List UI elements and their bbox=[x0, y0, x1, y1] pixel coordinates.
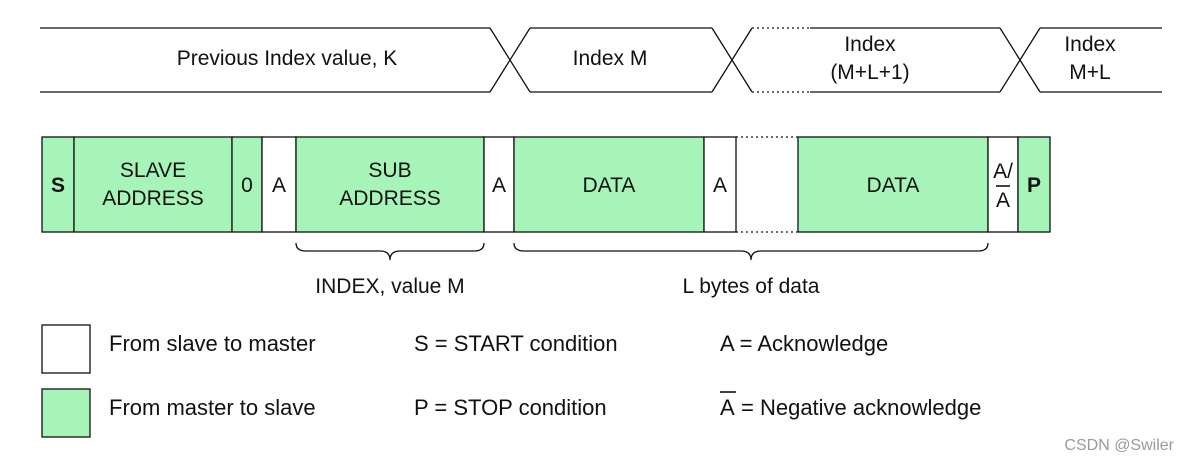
start-definition: S = START condition bbox=[414, 331, 618, 356]
index-mid-label-line2: (M+L+1) bbox=[830, 61, 909, 84]
transfer-frame bbox=[41, 136, 1051, 233]
prev-index-label: Previous Index value, K bbox=[177, 47, 398, 70]
ack-cell-3 bbox=[703, 136, 737, 233]
start-symbol: S bbox=[51, 174, 65, 197]
data-brace bbox=[513, 242, 989, 261]
ack-label-3: A bbox=[713, 174, 727, 197]
data-bytes-label: L bytes of data bbox=[683, 275, 820, 298]
ack-cell-2 bbox=[483, 136, 515, 233]
sub-address-line1: SUB bbox=[368, 159, 411, 182]
index-end-label-line2: M+L bbox=[1069, 61, 1110, 84]
index-m-label: Index M bbox=[573, 47, 648, 70]
data-label-2: DATA bbox=[867, 174, 920, 197]
data-cell-1 bbox=[513, 136, 705, 233]
sub-address-cell bbox=[295, 136, 485, 233]
nack-symbol: A bbox=[720, 395, 735, 420]
data-label-1: DATA bbox=[583, 174, 636, 197]
index-value-label: INDEX, value M bbox=[315, 275, 464, 298]
data-cell-2 bbox=[797, 136, 989, 233]
slave-address-line2: ADDRESS bbox=[102, 187, 204, 210]
stop-definition: P = STOP condition bbox=[414, 395, 607, 420]
legend-green-swatch bbox=[41, 388, 91, 438]
stop-symbol: P bbox=[1027, 174, 1041, 197]
ack-nack-top: A/ bbox=[993, 160, 1013, 183]
index-timeline bbox=[40, 27, 1162, 93]
index-end-label-line1: Index bbox=[1064, 33, 1116, 56]
index-mid-label-line1: Index bbox=[844, 33, 896, 56]
slave-address-line1: SLAVE bbox=[120, 159, 186, 182]
stop-cell bbox=[1017, 136, 1051, 233]
rw-bit-label: 0 bbox=[241, 174, 253, 197]
ack-nack-cell bbox=[987, 136, 1019, 233]
legend-white-label: From slave to master bbox=[109, 331, 316, 356]
legend-green-label: From master to slave bbox=[109, 395, 316, 420]
legend-white-swatch bbox=[41, 324, 91, 374]
ack-label-2: A bbox=[492, 174, 506, 197]
sub-address-line2: ADDRESS bbox=[339, 187, 441, 210]
index-brace bbox=[295, 242, 485, 261]
watermark-text: CSDN @Swiler bbox=[1064, 437, 1174, 454]
ack-label-1: A bbox=[272, 174, 286, 197]
ack-definition: A = Acknowledge bbox=[720, 331, 888, 356]
ack-nack-bottom: A bbox=[996, 189, 1010, 212]
nack-definition: = Negative acknowledge bbox=[741, 395, 981, 420]
slave-address-cell bbox=[73, 136, 233, 233]
